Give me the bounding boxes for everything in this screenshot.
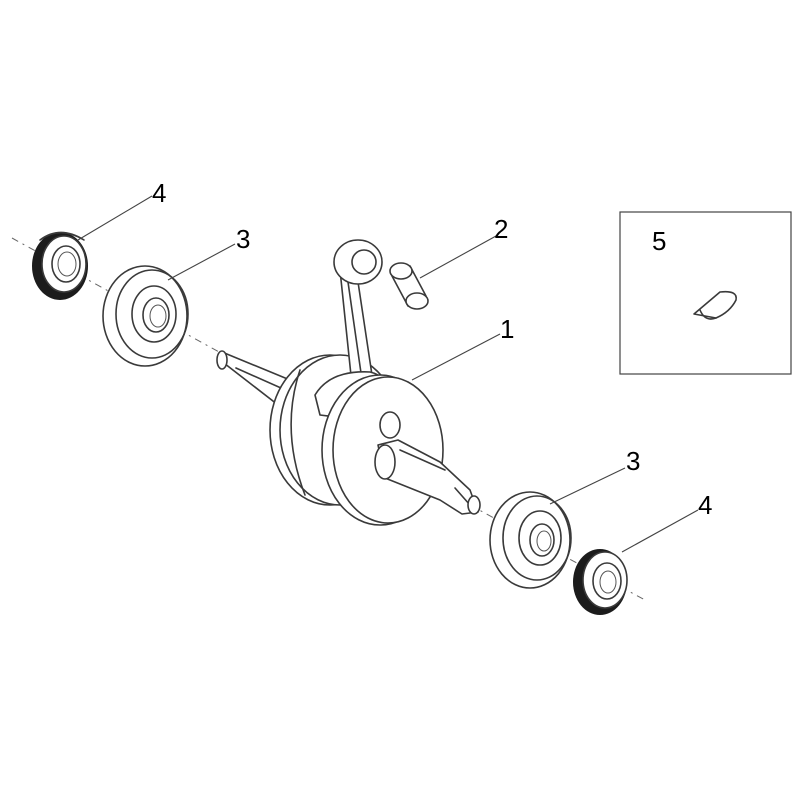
leader-line-2 — [419, 235, 497, 279]
callout-4-left: 4 — [152, 178, 166, 208]
oil-seal-left[interactable] — [32, 231, 88, 300]
ball-bearing-left[interactable] — [102, 265, 189, 367]
callout-2: 2 — [494, 214, 508, 244]
callout-3-left: 3 — [236, 224, 250, 254]
callout-3-right: 3 — [626, 446, 640, 476]
inset-box — [619, 211, 792, 375]
callout-1: 1 — [500, 314, 514, 344]
ball-bearing-right[interactable] — [489, 491, 572, 589]
leader-line-4-right — [621, 509, 699, 553]
leader-line-1 — [411, 333, 501, 381]
crankshaft[interactable] — [216, 239, 481, 526]
leader-line-3-right — [549, 467, 626, 505]
oil-seal-right[interactable] — [573, 549, 628, 615]
needle-bearing[interactable] — [389, 262, 429, 310]
callout-5: 5 — [652, 226, 666, 256]
woodruff-key[interactable] — [693, 290, 737, 320]
leader-line-4-left — [77, 195, 153, 241]
leader-line-3-left — [167, 243, 236, 281]
callout-4-right: 4 — [698, 490, 712, 520]
